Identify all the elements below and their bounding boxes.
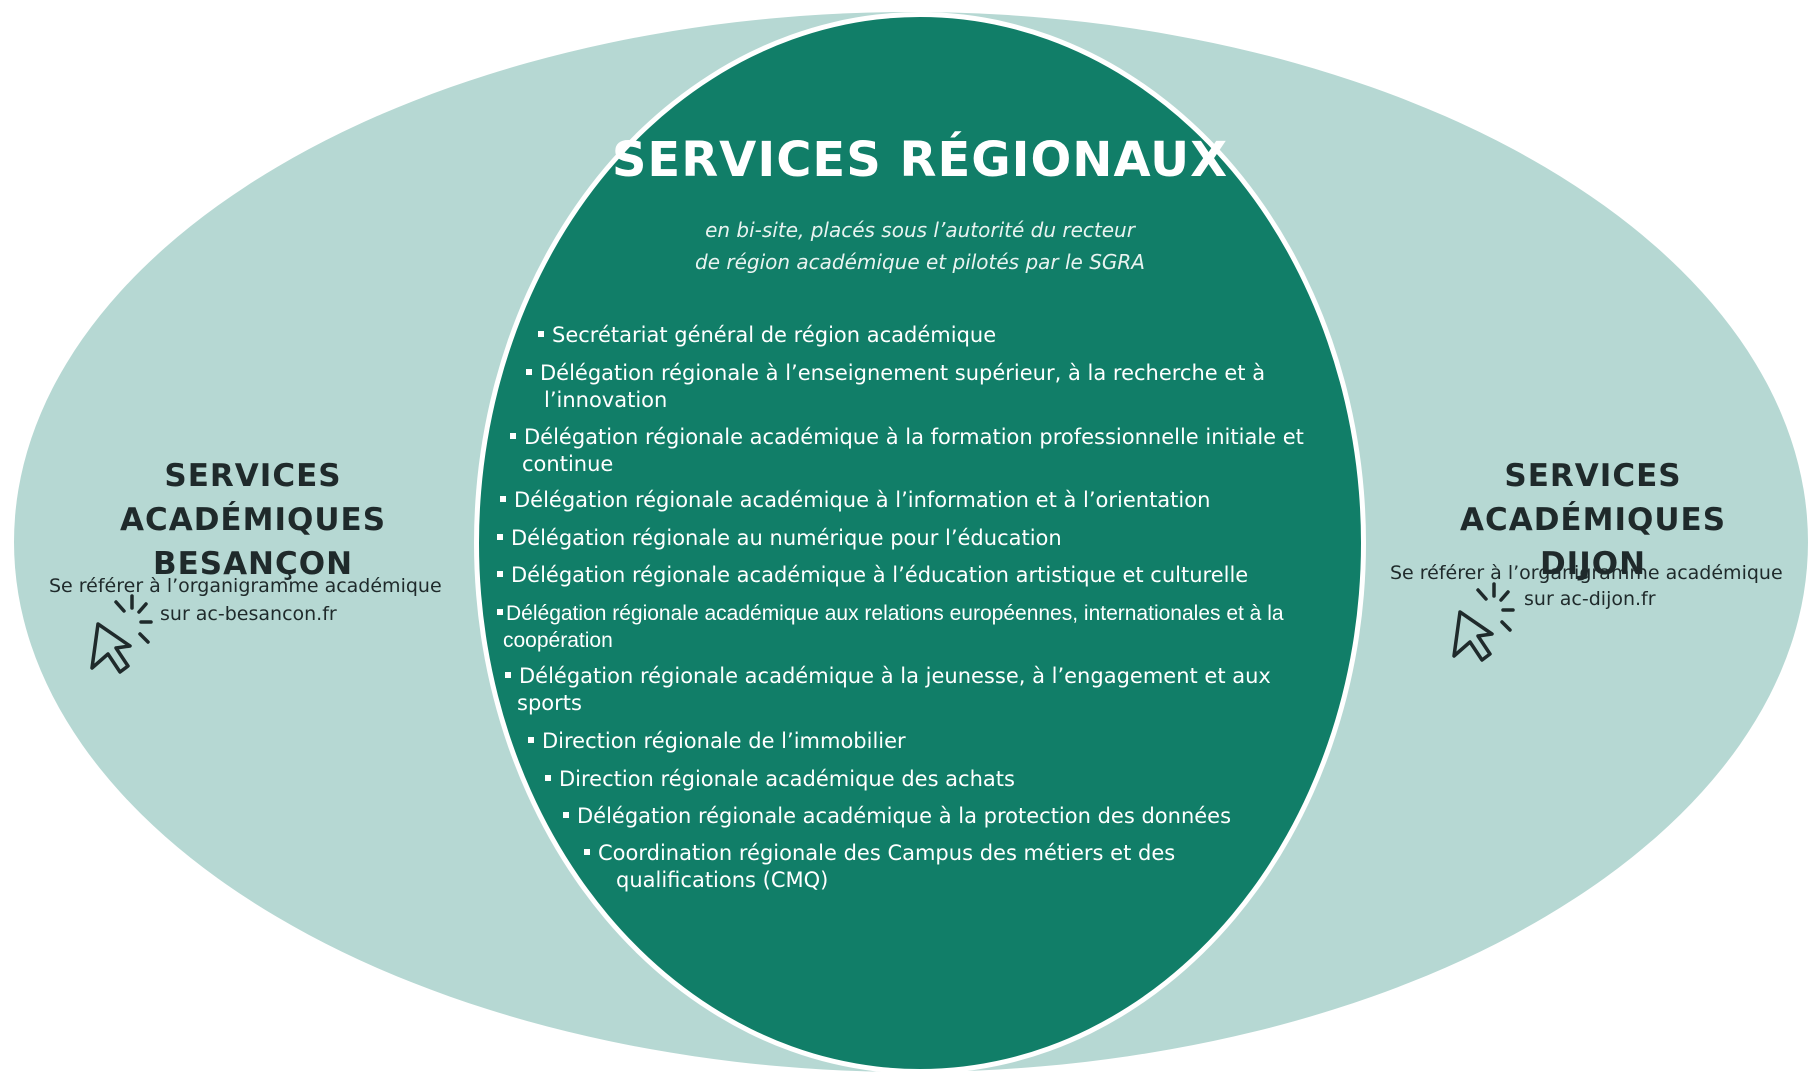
center-title: SERVICES RÉGIONAUX [611, 132, 1229, 188]
service-item: Coordination régionale des Campus des mé… [584, 840, 1175, 894]
service-item-continuation: sports [517, 691, 582, 715]
service-item-continuation: coopération [503, 629, 613, 652]
bullet-icon [528, 737, 534, 743]
left-title: SERVICES ACADÉMIQUES BESANÇON [36, 454, 470, 586]
center-subtitle: en bi-site, placés sous l’autorité du re… [560, 214, 1280, 278]
pointer-click-icon[interactable] [1446, 582, 1532, 668]
service-item: Secrétariat général de région académique [538, 322, 996, 349]
bullet-icon [497, 609, 503, 616]
service-item: Direction régionale de l’immobilier [528, 728, 906, 755]
right-reference-text: Se référer à l’organigramme académique [1390, 562, 1783, 584]
service-item-text: Direction régionale académique des achat… [559, 767, 1015, 791]
bullet-icon [505, 672, 511, 678]
bullet-icon [497, 571, 503, 577]
service-item-text: Secrétariat général de région académique [552, 323, 997, 347]
bullet-icon [538, 331, 544, 337]
bullet-icon [545, 775, 551, 781]
service-item: Délégation régionale au numérique pour l… [497, 525, 1062, 552]
service-item-text: Délégation régionale académique à la pro… [577, 804, 1232, 828]
right-title-line2: DIJON [1539, 546, 1647, 582]
service-item-text: Direction régionale de l’immobilier [542, 729, 906, 753]
bullet-icon [510, 433, 516, 439]
bullet-icon [497, 534, 503, 540]
service-item-text: Délégation régionale au numérique pour l… [511, 526, 1062, 550]
service-item: Direction régionale académique des achat… [545, 766, 1015, 793]
bullet-icon [584, 849, 590, 855]
left-reference-link[interactable]: sur ac-besancon.fr [160, 603, 337, 625]
bullet-icon [500, 496, 506, 502]
service-item: Délégation régionale académique à la pro… [563, 803, 1231, 830]
right-reference-link[interactable]: sur ac-dijon.fr [1524, 588, 1656, 610]
service-item-text: Délégation régionale académique à la for… [524, 425, 1304, 449]
service-item: Délégation régionale académique aux rela… [497, 600, 1284, 654]
service-item-text: Délégation régionale académique à l’info… [514, 488, 1211, 512]
service-item: Délégation régionale académique à l’éduc… [497, 562, 1248, 589]
service-item: Délégation régionale à l’enseignement su… [526, 360, 1265, 414]
service-item-text: Délégation régionale académique à l’éduc… [511, 563, 1249, 587]
left-title-line1: SERVICES ACADÉMIQUES [119, 458, 387, 538]
service-item-continuation: continue [522, 452, 614, 476]
center-subtitle-line1: en bi-site, placés sous l’autorité du re… [705, 218, 1135, 242]
left-title-line2: BESANÇON [152, 546, 354, 582]
service-item-text: Coordination régionale des Campus des mé… [598, 841, 1176, 865]
pointer-click-icon[interactable] [84, 594, 170, 680]
left-reference-text: Se référer à l’organigramme académique [49, 575, 442, 597]
service-item-continuation: l’innovation [544, 388, 668, 412]
service-item: Délégation régionale académique à l’info… [500, 487, 1210, 514]
service-item-text: Délégation régionale à l’enseignement su… [540, 361, 1266, 385]
service-item-text: Délégation régionale académique aux rela… [506, 602, 1284, 625]
service-item-continuation: qualifications (CMQ) [616, 868, 829, 892]
service-item: Délégation régionale académique à la jeu… [505, 663, 1271, 717]
center-subtitle-line2: de région académique et pilotés par le S… [695, 250, 1145, 274]
right-title: SERVICES ACADÉMIQUES DIJON [1378, 454, 1808, 586]
service-item: Délégation régionale académique à la for… [510, 424, 1304, 478]
service-item-text: Délégation régionale académique à la jeu… [519, 664, 1271, 688]
bullet-icon [563, 812, 569, 818]
right-title-line1: SERVICES ACADÉMIQUES [1459, 458, 1727, 538]
bullet-icon [526, 369, 532, 375]
inner-ellipse [474, 12, 1366, 1072]
